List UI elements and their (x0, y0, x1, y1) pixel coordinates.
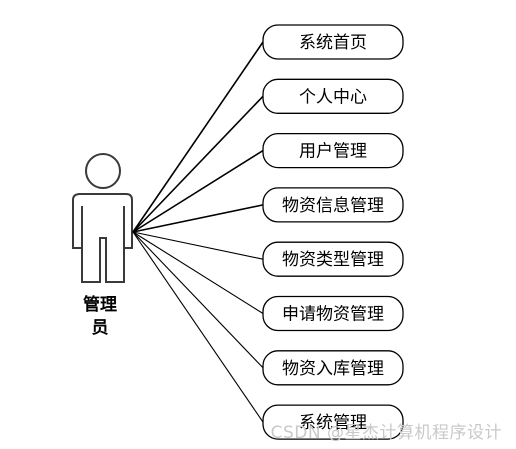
use-case-label: 个人中心 (299, 87, 367, 107)
use-case-2: 个人中心 (262, 78, 404, 114)
use-case-label: 物资类型管理 (282, 250, 384, 270)
use-case-6: 申请物资管理 (262, 295, 404, 332)
use-case-label: 申请物资管理 (282, 305, 384, 325)
person-icon (72, 153, 133, 283)
actor-label-line2: 员 (92, 318, 109, 338)
use-case-shape (262, 24, 404, 60)
association-line (132, 231, 264, 423)
actor-figure: 管理 员 (72, 153, 133, 338)
association-line (132, 95, 264, 233)
use-case-shape (262, 295, 404, 332)
association-line (132, 41, 264, 233)
association-lines (132, 41, 264, 423)
use-case-3: 用户管理 (262, 132, 404, 169)
actor-label-line1: 管理 (83, 294, 117, 315)
use-case-label: 系统管理 (299, 413, 367, 433)
use-case-label: 系统首页 (299, 33, 367, 53)
association-line (132, 231, 264, 260)
use-case-label: 用户管理 (299, 142, 367, 162)
use-case-shape (262, 132, 404, 169)
watermark-text: CSDN @星杰计算机程序设计 (270, 423, 502, 443)
use-case-shape (262, 187, 404, 223)
association-line (132, 231, 264, 369)
use-case-1: 系统首页 (262, 24, 404, 60)
use-case-4: 物资信息管理 (262, 187, 404, 223)
use-case-7: 物资入库管理 (262, 350, 404, 386)
use-case-label: 物资信息管理 (282, 196, 384, 216)
use-case-shape (262, 78, 404, 114)
use-case-5: 物资类型管理 (262, 241, 404, 277)
use-case-shape (262, 404, 404, 440)
use-case-8: 系统管理 (262, 404, 404, 440)
association-line (132, 149, 264, 233)
association-line (132, 231, 264, 314)
use-case-label: 物资入库管理 (282, 359, 384, 379)
use-case-shape (262, 350, 404, 386)
association-line (132, 204, 264, 233)
use-case-shape (262, 241, 404, 277)
